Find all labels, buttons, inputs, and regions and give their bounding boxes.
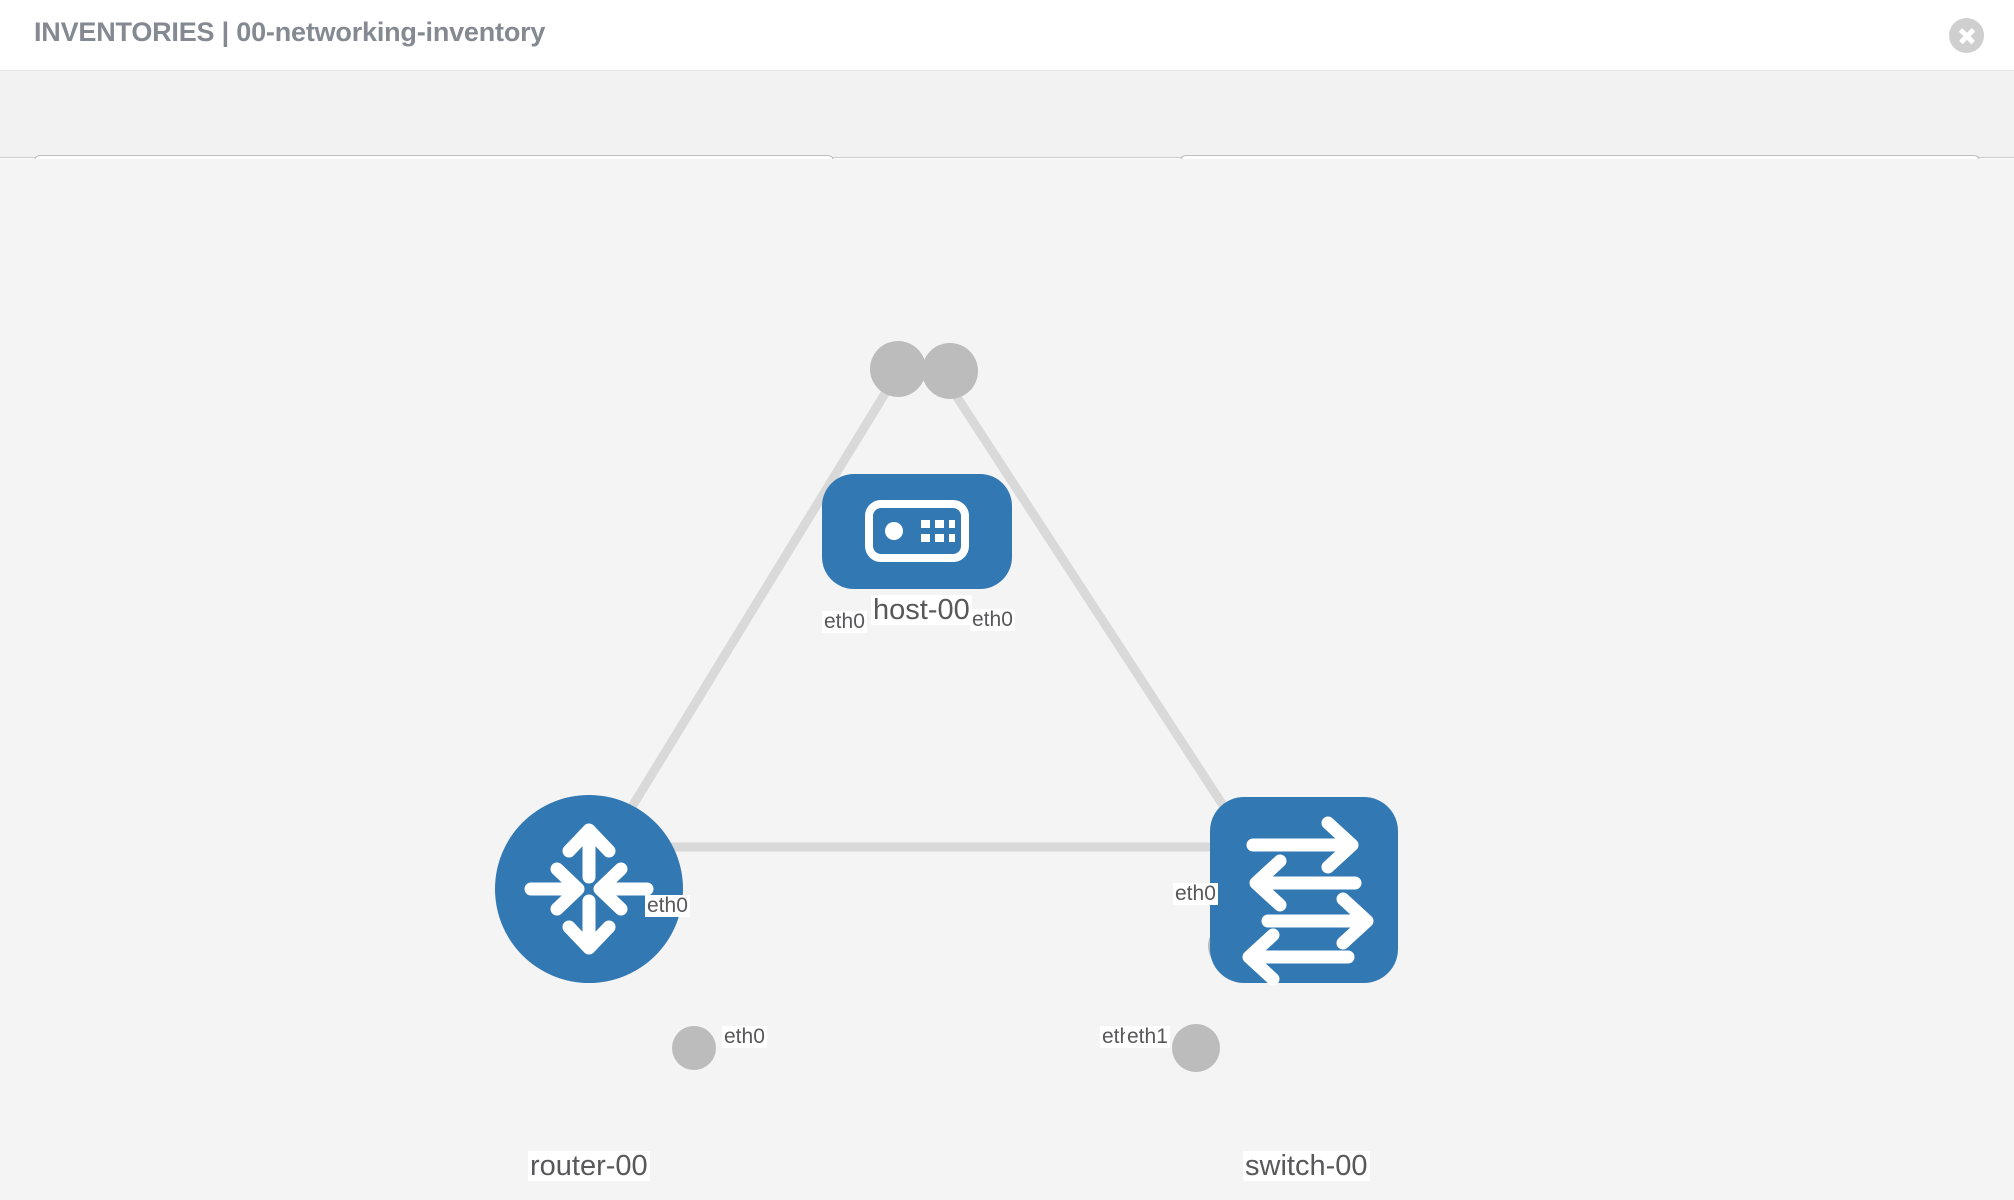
link-host-switch	[936, 368, 1262, 862]
edge-label: eth0	[822, 610, 867, 634]
topology-links	[596, 366, 1262, 862]
node-label-switch: switch-00	[1243, 1150, 1370, 1182]
connector-switch-west	[1172, 1024, 1220, 1072]
edge-label: eth	[1100, 1025, 1134, 1049]
node-switch-00	[1210, 797, 1398, 986]
node-label-router: router-00	[528, 1150, 650, 1182]
page-title: INVENTORIES | 00-networking-inventory	[34, 17, 546, 47]
page-header: INVENTORIES | 00-networking-inventory	[0, 0, 2014, 70]
connector-host-right	[922, 343, 978, 399]
toolbar: ACTIONS SEARCH	[0, 70, 2014, 211]
edge-label: eth0	[722, 1025, 767, 1049]
link-router-host	[596, 366, 904, 862]
topology-canvas[interactable]: eth0 eth0 eth0 eth0 eth0 eth eth1 host-0…	[0, 159, 2014, 1200]
connector-host-left	[870, 341, 926, 397]
node-router-00	[495, 795, 683, 983]
edge-label: eth0	[970, 608, 1015, 632]
node-host-00	[822, 474, 1012, 589]
connector-router-east	[672, 1026, 716, 1070]
node-label-host: host-00	[871, 594, 972, 626]
topology-graph	[495, 341, 1398, 1072]
edge-label: eth1	[1125, 1025, 1170, 1049]
topology-connectors	[672, 341, 1256, 1072]
close-icon[interactable]	[1949, 18, 1984, 53]
edge-label: eth0	[1173, 882, 1218, 906]
edge-label: eth0	[645, 894, 690, 918]
